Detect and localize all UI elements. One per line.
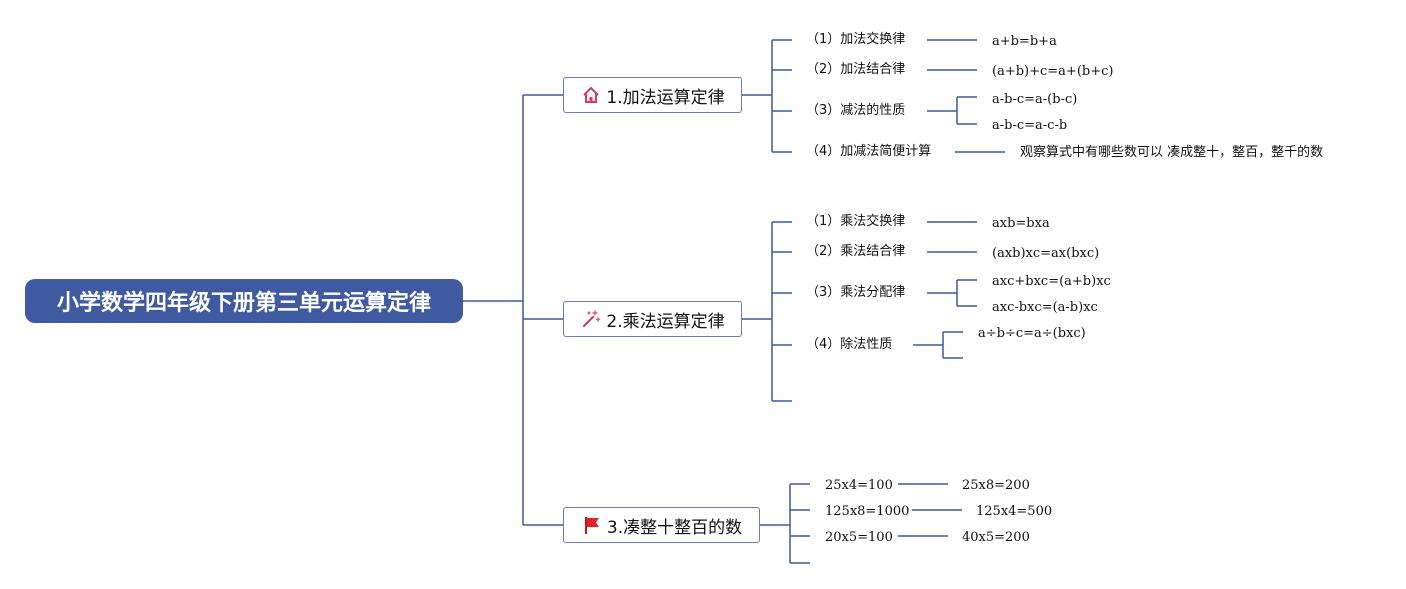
magic-wand-icon xyxy=(580,308,602,330)
item-label[interactable]: （2）加法结合律 xyxy=(806,62,906,77)
item-label[interactable]: （1）加法交换律 xyxy=(806,32,906,47)
red-flag-icon xyxy=(581,514,603,536)
branch-round-numbers[interactable]: 3.凑整十整百的数 xyxy=(563,507,760,543)
item-label[interactable]: （3）减法的性质 xyxy=(806,103,906,118)
formula: axb=bxa xyxy=(992,216,1050,231)
left-equation[interactable]: 25x4=100 xyxy=(825,478,893,493)
formula: a-b-c=a-c-b xyxy=(992,118,1068,133)
branch-label: 1.加法运算定律 xyxy=(606,87,725,108)
right-equation: 40x5=200 xyxy=(962,530,1030,545)
root-topic[interactable]: 小学数学四年级下册第三单元运算定律 xyxy=(25,279,463,323)
formula: a+b=b+a xyxy=(992,34,1057,49)
root-topic-label: 小学数学四年级下册第三单元运算定律 xyxy=(56,291,431,316)
right-equation: 125x4=500 xyxy=(976,504,1053,519)
item-label[interactable]: （1）乘法交换律 xyxy=(806,214,906,229)
house-icon xyxy=(580,84,602,106)
formula: (axb)xc=ax(bxc) xyxy=(992,246,1100,261)
branch-multiplication-laws[interactable]: 2.乘法运算定律 xyxy=(563,301,742,337)
item-label[interactable]: （4）除法性质 xyxy=(806,337,893,352)
formula: a-b-c=a-(b-c) xyxy=(992,92,1078,107)
left-equation[interactable]: 125x8=1000 xyxy=(825,504,910,519)
branch-label: 3.凑整十整百的数 xyxy=(606,517,743,538)
item-label[interactable]: （4）加减法简便计算 xyxy=(806,144,932,159)
formula: 观察算式中有哪些数可以 凑成整十，整百，整千的数 xyxy=(1020,145,1324,160)
right-equation: 25x8=200 xyxy=(962,478,1030,493)
branch-addition-laws[interactable]: 1.加法运算定律 xyxy=(563,77,742,113)
item-label[interactable]: （3）乘法分配律 xyxy=(806,285,906,300)
item-label[interactable]: （2）乘法结合律 xyxy=(806,244,906,259)
formula: axc-bxc=(a-b)xc xyxy=(992,300,1098,315)
left-equation[interactable]: 20x5=100 xyxy=(825,530,893,545)
branch-label: 2.乘法运算定律 xyxy=(606,311,725,332)
formula: axc+bxc=(a+b)xc xyxy=(992,274,1111,289)
formula: a÷b÷c=a÷(bxc) xyxy=(978,326,1086,341)
formula: (a+b)+c=a+(b+c) xyxy=(992,64,1114,79)
